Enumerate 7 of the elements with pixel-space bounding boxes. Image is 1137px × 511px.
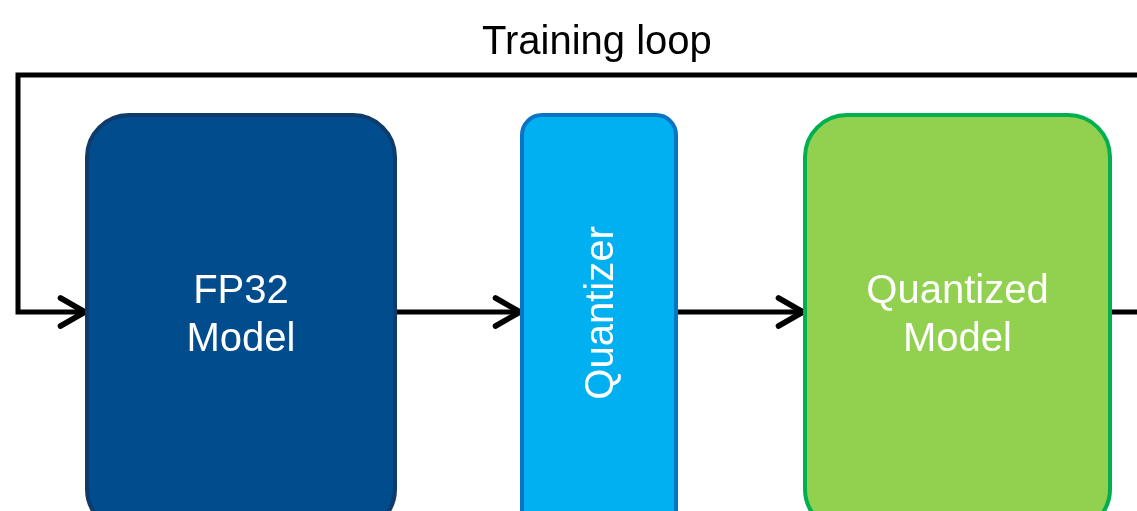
model-box: [85, 113, 397, 511]
loop-arrow: [15, 72, 1137, 329]
box-label: Quantizer: [576, 226, 622, 400]
model-box: [803, 113, 1112, 511]
quantizer-box: [520, 113, 678, 511]
box-label: FP32 Model: [185, 266, 297, 361]
box-label: Quantized Model: [865, 266, 1050, 361]
